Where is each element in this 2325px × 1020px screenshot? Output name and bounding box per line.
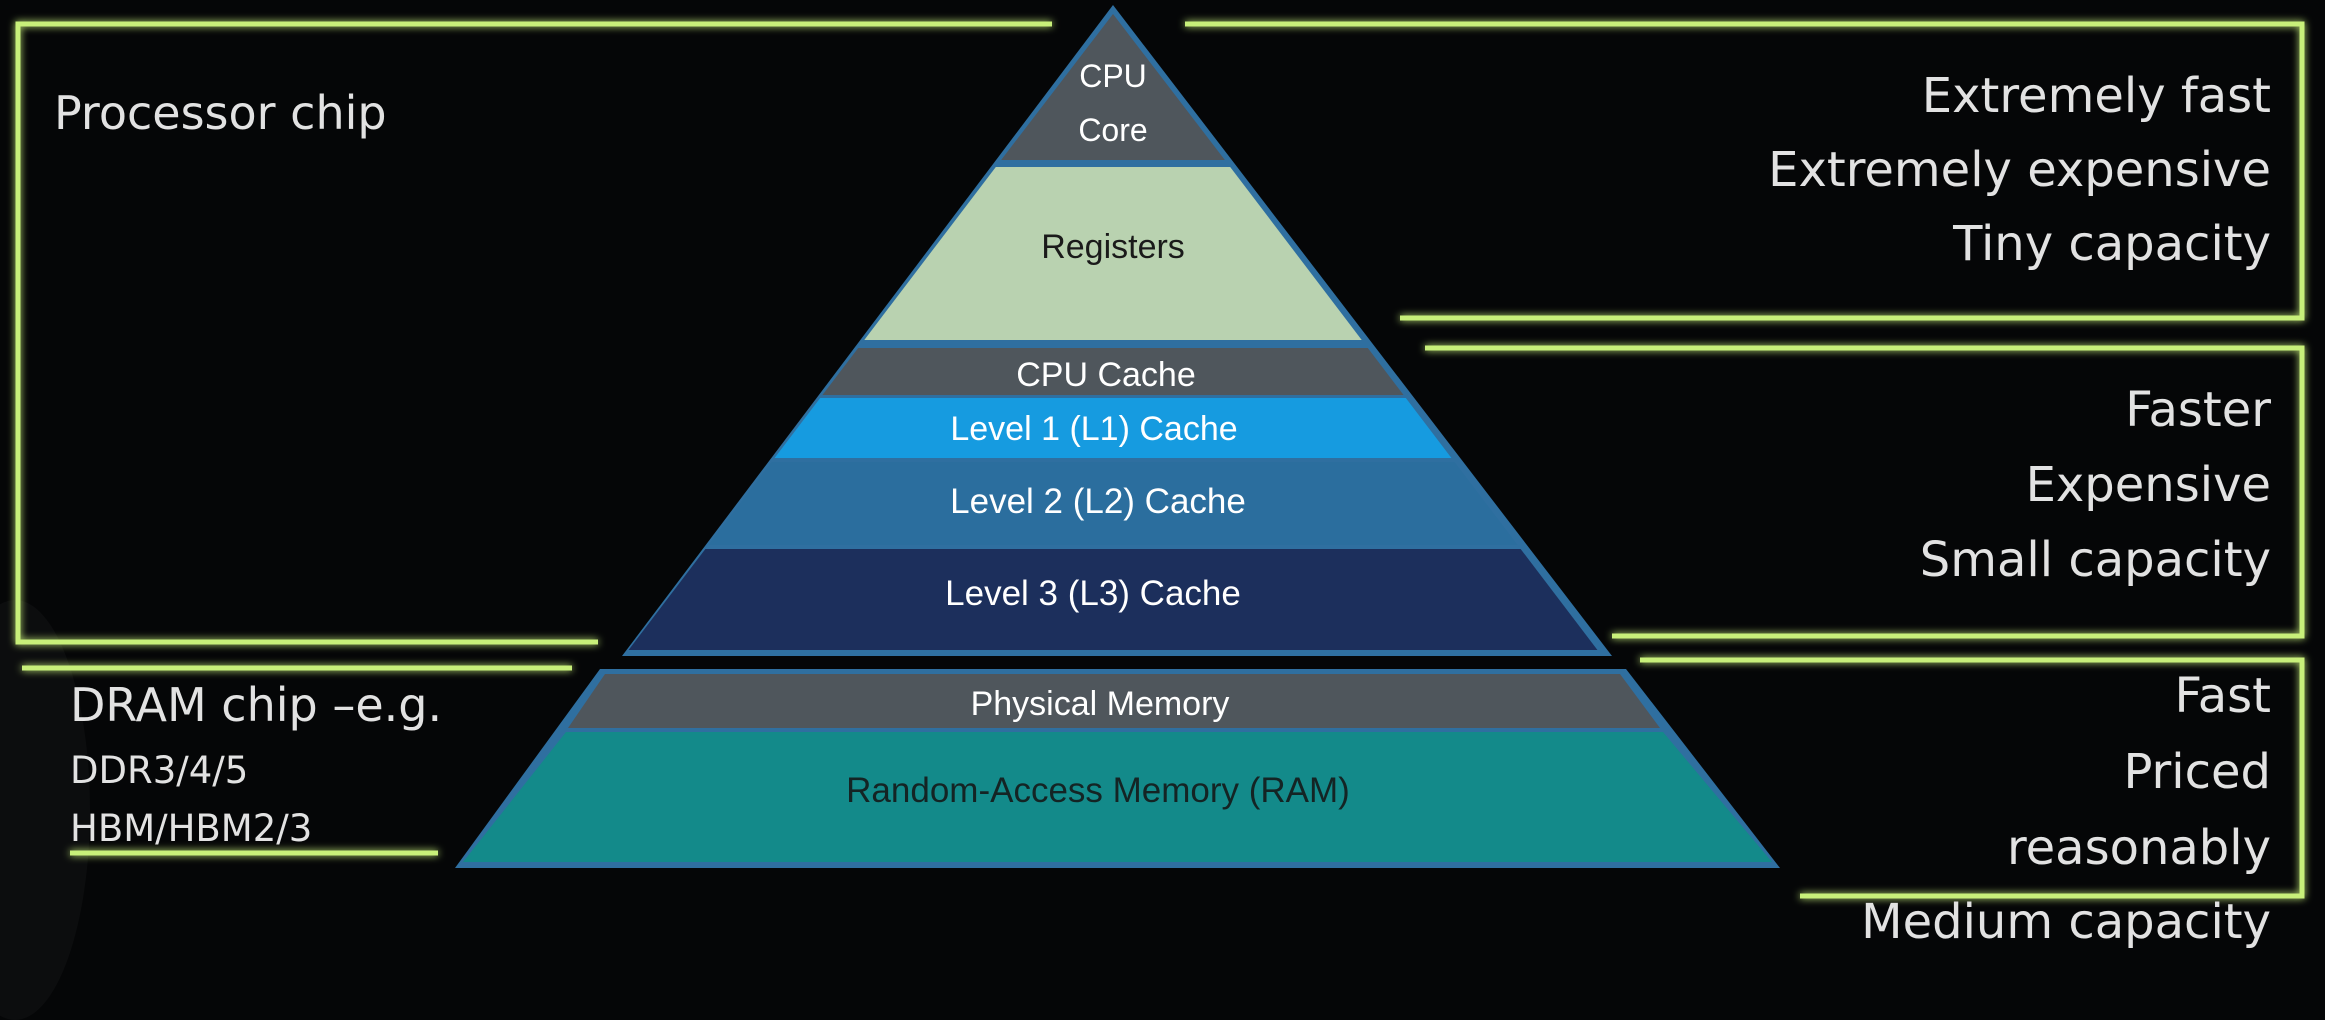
bottom-cost-note: Priced [2123,744,2271,800]
l2-cache-tier [708,462,1518,545]
processor-chip-label: Processor chip [54,86,387,140]
core-tier [1001,14,1225,160]
l3-cache-tier [628,549,1598,650]
registers-tier [864,167,1362,340]
bottom-right-bracket [1640,657,2305,899]
top-speed-note: Extremely fast [1921,68,2271,124]
tier-label-l2: Level 2 (L2) Cache [950,482,1246,521]
tier-label-l1: Level 1 (L1) Cache [950,410,1238,448]
tier-label-l3: Level 3 (L3) Cache [945,574,1241,613]
tier-label-cpu-cache: CPU Cache [1016,356,1196,394]
dram-hbm-label: HBM/HBM2/3 [70,807,313,850]
tier-label-cpu: CPU [1079,58,1147,94]
bottom-cost-note-2: reasonably [2006,820,2271,876]
middle-cost-note: Expensive [2025,457,2271,513]
physical-memory-tier [568,674,1660,728]
tier-label-registers: Registers [1041,228,1185,266]
processor-chip-bracket [15,21,1052,645]
dram-ddr-label: DDR3/4/5 [70,749,249,792]
top-cost-note: Extremely expensive [1768,142,2271,198]
middle-capacity-note: Small capacity [1919,532,2271,588]
tier-label-ram: Random-Access Memory (RAM) [846,771,1350,810]
bottom-capacity-note: Medium capacity [1861,894,2271,950]
bottom-speed-note: Fast [2174,668,2271,724]
top-capacity-note: Tiny capacity [1953,216,2271,272]
memory-hierarchy-diagram: CPU Core Registers CPU Cache Level 1 (L1… [15,5,2305,950]
ram-tier [463,732,1772,862]
top-right-bracket [1185,21,2305,321]
middle-right-bracket [1425,345,2305,639]
l1-cache-tier [774,398,1452,458]
dram-chip-label: DRAM chip –e.g. [70,678,443,732]
cpu-cache-header-tier [822,348,1404,395]
pyramid-graphic [15,5,2305,899]
tier-label-physical-memory: Physical Memory [970,685,1230,723]
middle-speed-note: Faster [2125,382,2271,438]
tier-label-core: Core [1078,112,1148,148]
